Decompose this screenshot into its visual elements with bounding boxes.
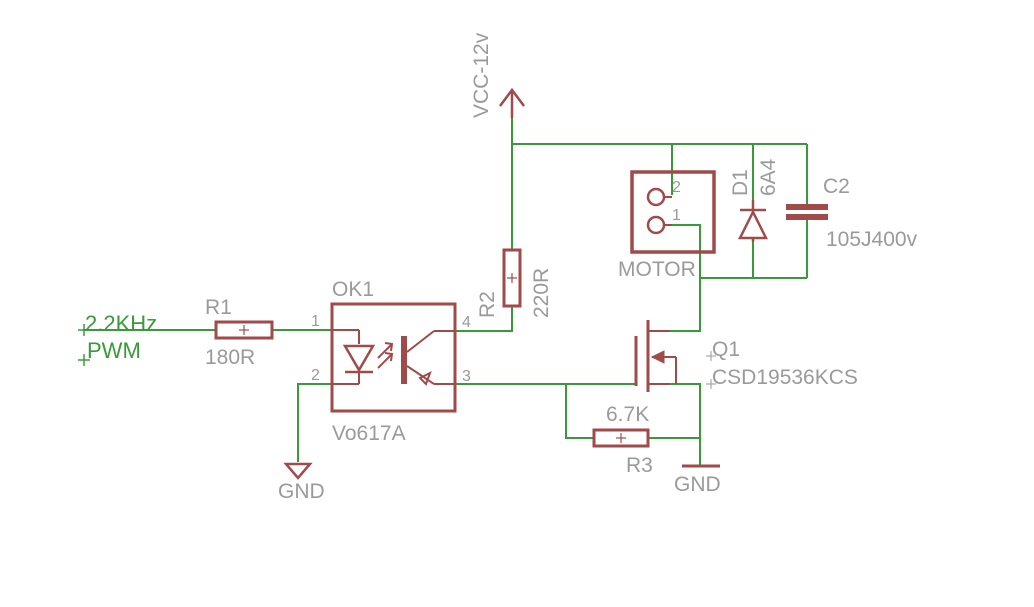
- light-arrows-icon: [377, 342, 394, 369]
- ok1-pin4: 4: [462, 314, 471, 331]
- q1-name: Q1: [712, 338, 740, 361]
- ok1-pin2: 2: [311, 367, 320, 384]
- wire-ok1-pin4-r2: [455, 306, 513, 332]
- resistor-r2: [502, 248, 522, 308]
- diode-d1: [737, 200, 769, 242]
- vcc-symbol: [499, 87, 525, 118]
- ok1-value: Vo617A: [332, 422, 406, 445]
- c2-value: 105J400v: [826, 228, 918, 251]
- phototransistor-icon: [401, 330, 435, 386]
- r3-name: R3: [626, 454, 653, 477]
- motor-name: MOTOR: [618, 258, 696, 281]
- motor-connector: [630, 170, 716, 254]
- motor-pin1-icon: [646, 215, 666, 235]
- r3-value: 6.7K: [606, 403, 649, 426]
- motor-connector-body: [630, 170, 716, 254]
- ok1-name: OK1: [332, 278, 374, 301]
- c2-name: C2: [823, 175, 850, 198]
- ok1-pin1: 1: [311, 313, 320, 330]
- d1-value: 6A4: [757, 158, 780, 196]
- q1-value: CSD19536KCS: [712, 366, 858, 389]
- led-icon: [342, 344, 376, 374]
- mosfet-arrow-icon: [650, 350, 665, 364]
- ground-left-icon: [283, 462, 313, 480]
- d1-name: D1: [729, 169, 752, 196]
- pwm-label: PWM: [87, 338, 141, 363]
- resistor-r1: [214, 320, 274, 340]
- resistor-r1-body-icon: [214, 320, 274, 340]
- wire-gate-r3: [565, 384, 594, 439]
- optocoupler-body: [330, 302, 457, 413]
- r1-value: 180R: [205, 346, 255, 369]
- gnd-left-label: GND: [278, 480, 325, 503]
- r1-name: R1: [205, 296, 232, 319]
- optocoupler-ok1: [330, 302, 457, 413]
- motor-pin2-icon: [646, 187, 666, 207]
- wires: [84, 92, 808, 465]
- capacitor-plate-top-icon: [786, 204, 828, 210]
- capacitor-plate-bottom-icon: [786, 214, 828, 220]
- diode-icon: [737, 209, 769, 240]
- r2-name: R2: [476, 291, 499, 318]
- r2-value: 220R: [530, 268, 553, 318]
- gnd-left-symbol: [283, 462, 313, 480]
- q1-origin-marks: [706, 351, 716, 389]
- mosfet-q1: [634, 320, 677, 392]
- pwm-freq-label: 2.2KHz: [85, 311, 157, 336]
- vcc-label: VCC-12v: [470, 32, 493, 118]
- wire-source-gnd: [648, 383, 701, 465]
- resistor-r3-body-icon: [592, 428, 650, 448]
- pwm-input-terminal: [78, 324, 90, 366]
- motor-pin2-label: 2: [672, 179, 681, 196]
- gnd-right-label: GND: [674, 473, 721, 496]
- resistor-r2-body-icon: [502, 248, 522, 308]
- capacitor-c2: [786, 204, 828, 220]
- wire-ok1-pin2-gnd: [297, 383, 332, 462]
- ok1-pin3: 3: [462, 368, 471, 385]
- resistor-r3: [592, 428, 650, 448]
- motor-pin1-label: 1: [672, 207, 681, 224]
